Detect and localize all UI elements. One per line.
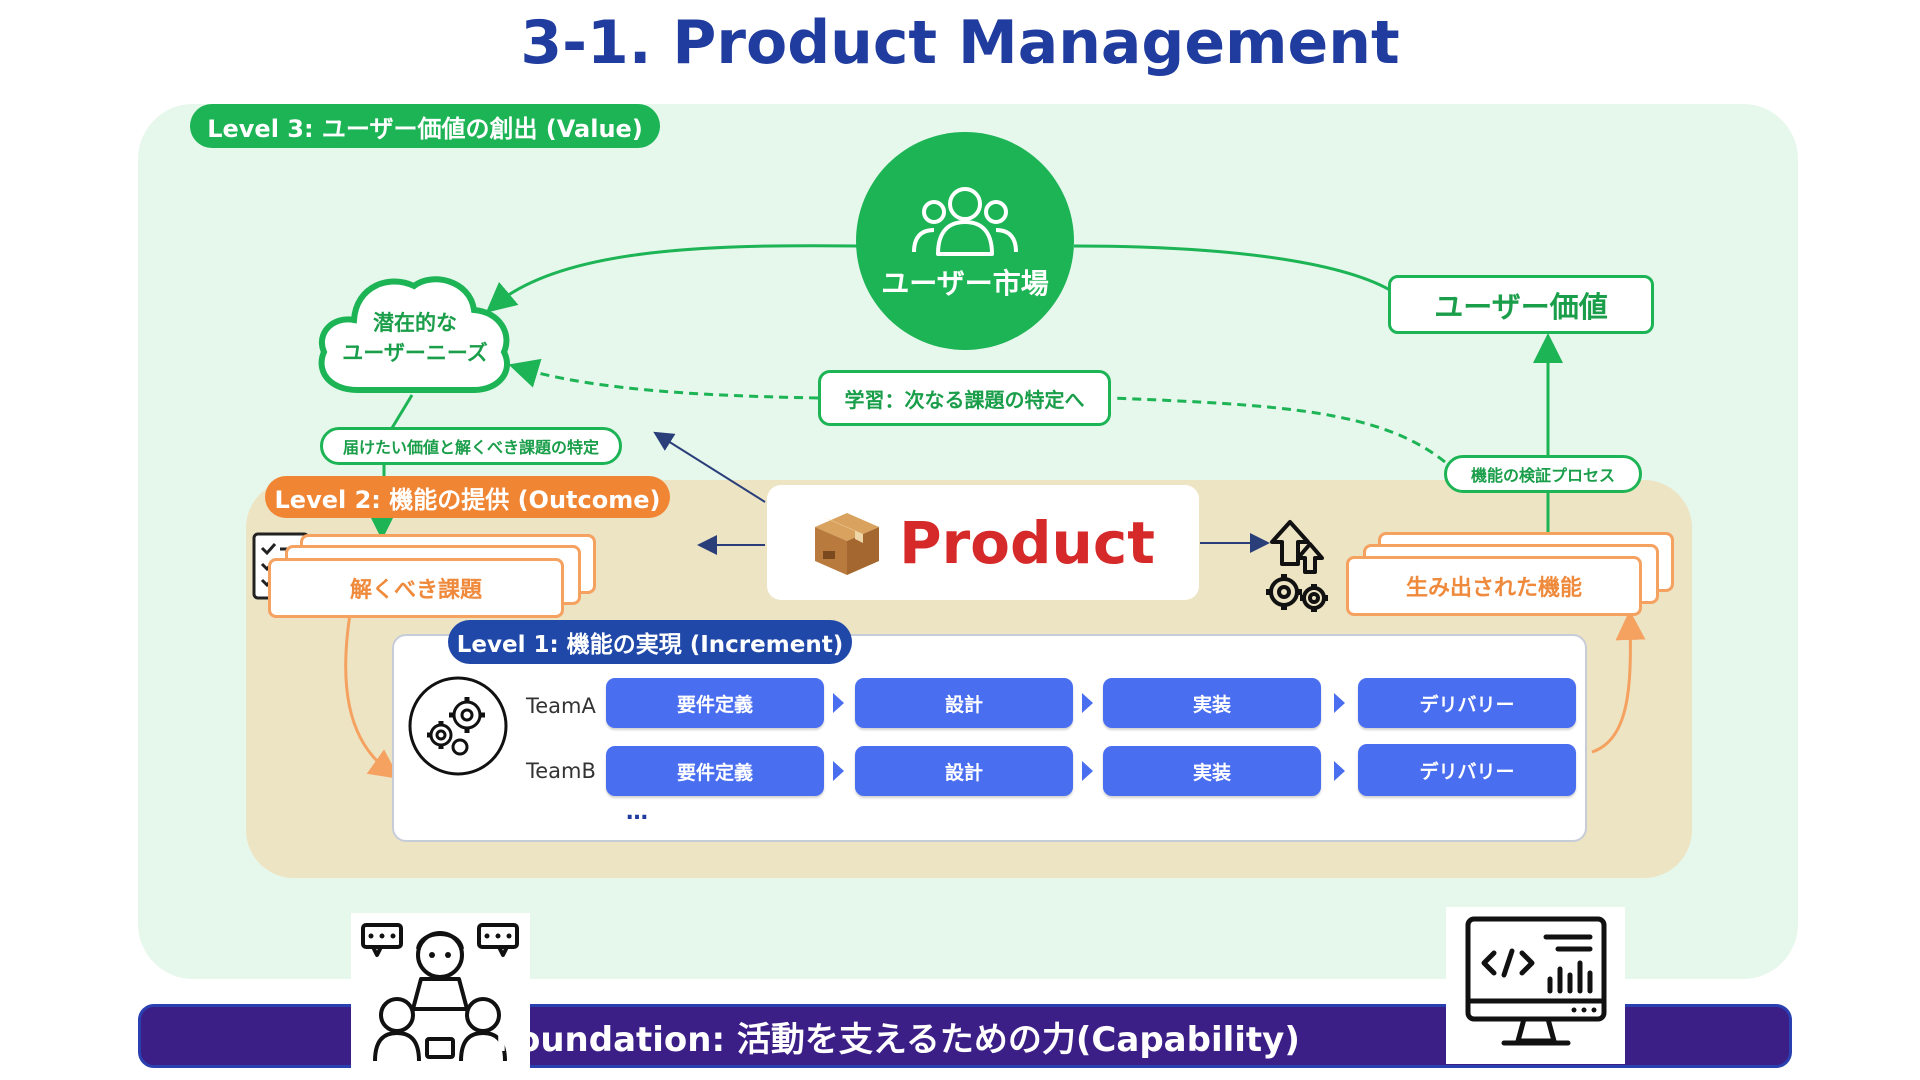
team-a-label: TeamA bbox=[526, 694, 596, 718]
foundation-label: Foundation: 活動を支えるための力(Capability) bbox=[495, 1019, 1300, 1060]
user-market-label: ユーザー市場 bbox=[881, 267, 1049, 300]
teams-to-features-arrow bbox=[1591, 610, 1646, 754]
flow-arrow bbox=[1082, 761, 1093, 781]
latent-needs-node: 潜在的な ユーザーニーズ bbox=[315, 308, 515, 368]
team-a-step-delivery: デリバリー bbox=[1358, 678, 1576, 728]
verification-label: 機能の検証プロセス bbox=[1444, 455, 1642, 493]
flow-arrow bbox=[833, 693, 844, 713]
market-to-cloud-arrow bbox=[485, 244, 859, 313]
latent-needs-line2: ユーザーニーズ bbox=[342, 341, 488, 365]
level3-label: Level 3: ユーザー価値の創出 (Value) bbox=[190, 104, 660, 148]
team-b-step-design: 設計 bbox=[855, 746, 1073, 796]
flow-arrow bbox=[1082, 693, 1093, 713]
cloud-to-level2-line bbox=[390, 394, 414, 429]
team-b-step-requirements: 要件定義 bbox=[606, 746, 824, 796]
learning-label: 学習：次なる課題の特定へ bbox=[818, 370, 1111, 426]
team-a-step-design: 設計 bbox=[855, 678, 1073, 728]
team-a-step-implementation: 実装 bbox=[1103, 678, 1321, 728]
product-node: Product bbox=[767, 485, 1199, 600]
package-icon bbox=[815, 512, 880, 575]
created-features-card: 生み出された機能 bbox=[1346, 556, 1642, 616]
user-market-node: ユーザー市場 bbox=[856, 132, 1074, 350]
users-icon bbox=[912, 187, 1018, 256]
user-value-node: ユーザー価値 bbox=[1388, 275, 1654, 334]
team-a-step-requirements: 要件定義 bbox=[606, 678, 824, 728]
product-to-needs-arrow bbox=[653, 431, 766, 503]
level2-label: Level 2: 機能の提供 (Outcome) bbox=[265, 476, 670, 518]
team-b-step-delivery: デリバリー bbox=[1358, 744, 1576, 796]
problems-to-solve-card: 解くべき課題 bbox=[268, 558, 564, 618]
market-to-value-line bbox=[1073, 244, 1391, 292]
gears-growth-icon bbox=[1266, 520, 1328, 612]
product-label: Product bbox=[899, 508, 1155, 577]
people-icon-card bbox=[351, 913, 530, 1068]
deliver-value-label: 届けたい価値と解くべき課題の特定 bbox=[320, 427, 622, 465]
flow-arrow bbox=[1334, 761, 1345, 781]
process-gears-icon bbox=[408, 676, 508, 776]
tech-icon-card bbox=[1446, 907, 1625, 1064]
flow-arrow bbox=[1334, 693, 1345, 713]
team-people-icon bbox=[361, 923, 519, 1062]
level1-area bbox=[392, 634, 1587, 842]
problems-to-teams-arrow bbox=[344, 613, 400, 779]
cloud-shape bbox=[318, 276, 510, 393]
flow-arrow bbox=[833, 761, 844, 781]
team-b-label: TeamB bbox=[526, 759, 596, 783]
team-b-step-implementation: 実装 bbox=[1103, 746, 1321, 796]
code-monitor-icon bbox=[1465, 916, 1607, 1046]
more-teams-ellipsis: … bbox=[626, 800, 648, 825]
learning-loop-dashed bbox=[1111, 396, 1446, 464]
page-title: 3-1. Product Management bbox=[520, 8, 1400, 78]
level1-label: Level 1: 機能の実現 (Increment) bbox=[448, 620, 852, 664]
latent-needs-line1: 潜在的な bbox=[373, 311, 457, 335]
